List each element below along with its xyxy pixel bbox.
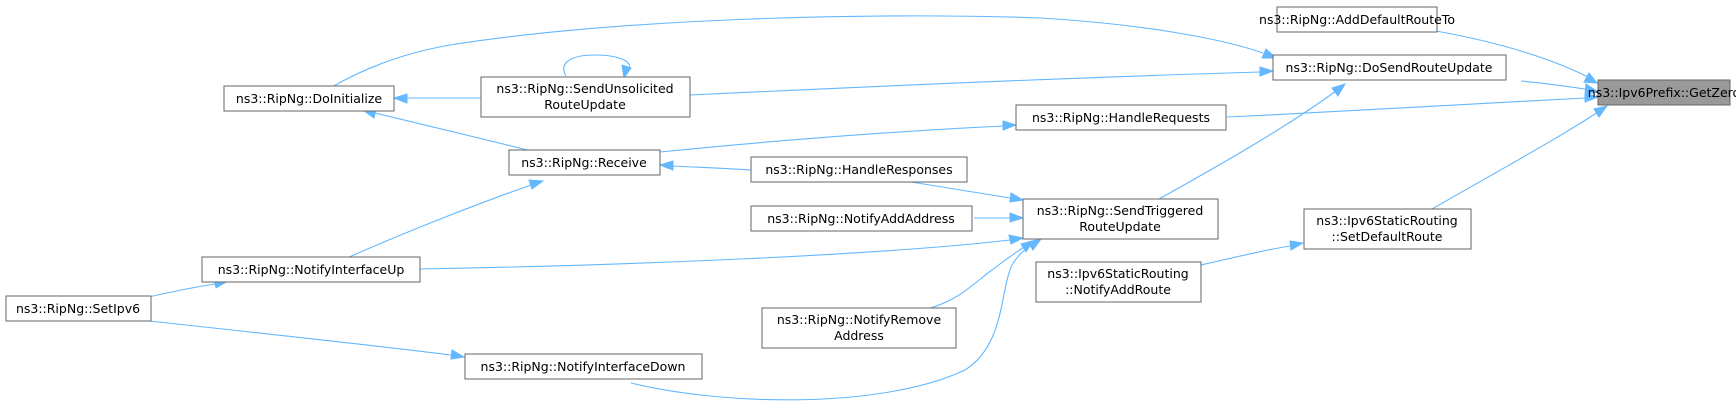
node-setdefaultroute-label-1: ns3::Ipv6StaticRouting [1316,213,1457,228]
edge-handleresponses-to-sendtriggered [904,180,1025,203]
node-adddefaultrouteto-label: ns3::RipNg::AddDefaultRouteTo [1259,12,1455,27]
node-dosendrouteupdate[interactable]: ns3::RipNg::DoSendRouteUpdate [1272,54,1507,81]
node-setdefaultroute[interactable]: ns3::Ipv6StaticRouting ::SetDefaultRoute [1303,208,1472,250]
edge-notifyinterfaceup-to-sendtriggered [419,234,1025,270]
edge-dosendrouteupdate-to-getzero [1520,80,1600,95]
graph-nodes: ns3::Ipv6Prefix::GetZero ns3::RipNg::Add… [5,6,1736,380]
node-sendtriggered[interactable]: ns3::RipNg::SendTriggered RouteUpdate [1022,198,1219,240]
edge-setipv6-to-notifyinterfacedown [139,319,466,360]
node-notifyaddaddress-label: ns3::RipNg::NotifyAddAddress [767,211,955,226]
node-receive-label: ns3::RipNg::Receive [521,155,647,170]
edge-sendunsolicited-self-loop [563,54,632,80]
node-sendunsolicited-label-2: RouteUpdate [544,97,626,112]
edge-receive-to-handlerequests [659,120,1018,153]
node-notifyinterfaceup[interactable]: ns3::RipNg::NotifyInterfaceUp [201,256,421,283]
node-doinitialize-label: ns3::RipNg::DoInitialize [236,91,383,106]
node-notifyremoveaddress-label-2: Address [834,328,884,343]
edge-notifyinterfacedown-to-sendtriggered [630,238,1043,401]
node-setdefaultroute-label-2: ::SetDefaultRoute [1332,229,1443,244]
node-notifyaddroute-label-1: ns3::Ipv6StaticRouting [1047,266,1188,281]
edge-sendtriggered-to-dosendrouteupdate [1158,83,1347,200]
node-sendunsolicited-label-1: ns3::RipNg::SendUnsolicited [496,81,673,96]
node-handlerequests-label: ns3::RipNg::HandleRequests [1032,110,1210,125]
node-receive[interactable]: ns3::RipNg::Receive [508,149,661,176]
node-sendtriggered-label-2: RouteUpdate [1079,219,1161,234]
node-handleresponses[interactable]: ns3::RipNg::HandleResponses [750,156,968,183]
node-notifyaddroute-label-2: ::NotifyAddRoute [1065,282,1171,297]
graph-edges [139,15,1609,401]
edge-adddefaultrouteto-to-getzero [1435,30,1599,84]
node-notifyremoveaddress[interactable]: ns3::RipNg::NotifyRemove Address [761,307,957,349]
node-adddefaultrouteto[interactable]: ns3::RipNg::AddDefaultRouteTo [1259,6,1455,33]
node-dosendrouteupdate-label: ns3::RipNg::DoSendRouteUpdate [1286,60,1493,75]
edge-handlerequests-to-getzero [1226,92,1600,118]
node-notifyaddaddress[interactable]: ns3::RipNg::NotifyAddAddress [750,205,973,232]
edge-notifyaddaddress-to-sendtriggered [974,212,1025,223]
node-getzero[interactable]: ns3::Ipv6Prefix::GetZero [1588,79,1736,106]
edge-notifyaddroute-to-setdefaultroute [1200,240,1305,266]
node-notifyinterfaceup-label: ns3::RipNg::NotifyInterfaceUp [218,262,405,277]
node-sendtriggered-label-1: ns3::RipNg::SendTriggered [1037,203,1204,218]
node-handlerequests[interactable]: ns3::RipNg::HandleRequests [1015,104,1227,131]
node-sendunsolicited[interactable]: ns3::RipNg::SendUnsolicited RouteUpdate [480,76,691,118]
edge-handleresponses-to-receive [658,160,752,171]
node-notifyremoveaddress-label-1: ns3::RipNg::NotifyRemove [777,312,942,327]
node-setipv6[interactable]: ns3::RipNg::SetIpv6 [5,295,152,322]
node-notifyinterfacedown[interactable]: ns3::RipNg::NotifyInterfaceDown [464,353,703,380]
edge-sendunsolicited-to-doinitialize [392,93,481,104]
edge-setdefaultroute-to-getzero [1431,105,1609,210]
node-notifyaddroute[interactable]: ns3::Ipv6StaticRouting ::NotifyAddRoute [1035,261,1202,303]
node-doinitialize[interactable]: ns3::RipNg::DoInitialize [223,85,395,112]
edge-notifyremoveaddress-to-sendtriggered [926,240,1035,310]
node-handleresponses-label: ns3::RipNg::HandleResponses [765,162,952,177]
node-getzero-label: ns3::Ipv6Prefix::GetZero [1588,85,1736,100]
node-notifyinterfacedown-label: ns3::RipNg::NotifyInterfaceDown [481,359,686,374]
node-setipv6-label: ns3::RipNg::SetIpv6 [16,301,140,316]
edge-sendunsolicited-to-dosendrouteupdate [689,66,1275,96]
edge-notifyinterfaceup-to-receive [346,179,545,259]
